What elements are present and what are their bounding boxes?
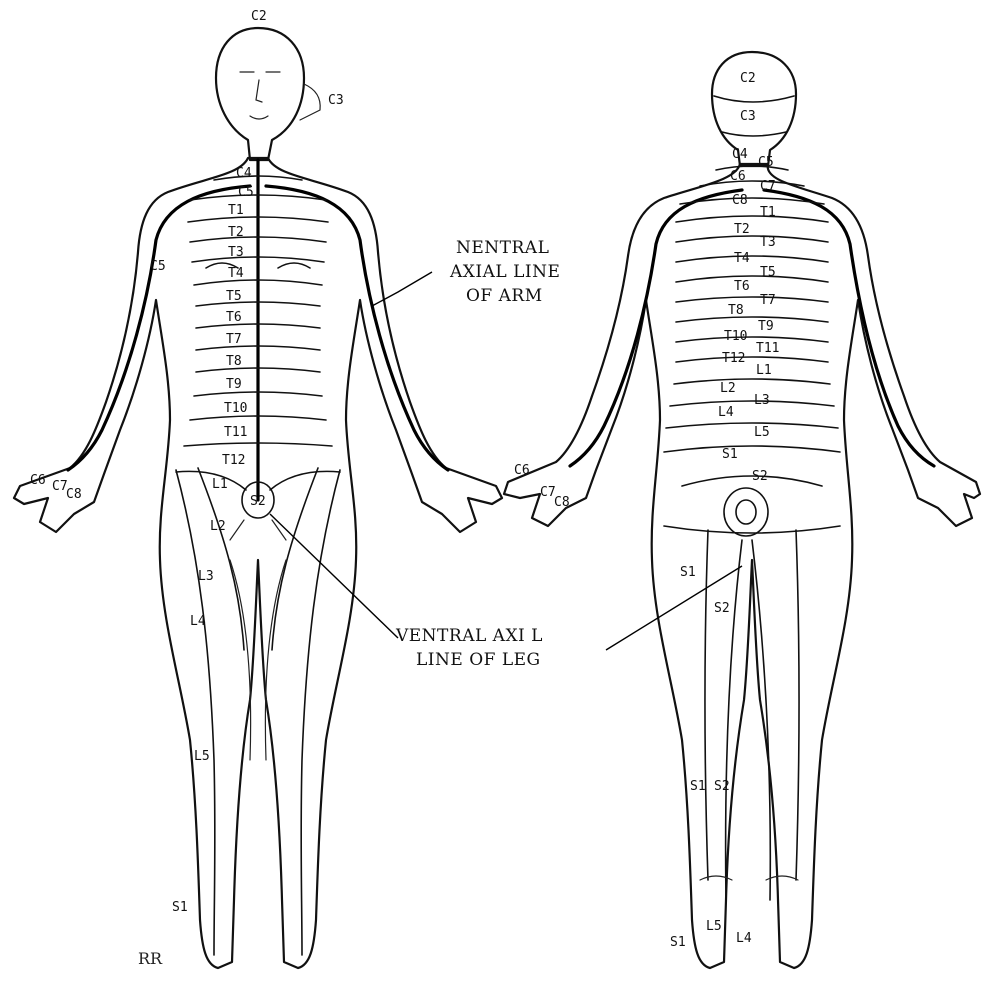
back-label-thigh-s2: S2: [714, 601, 730, 616]
back-label-c5: C5: [758, 155, 774, 170]
front-label-c2: C2: [251, 9, 267, 24]
back-leg-bands: [700, 530, 799, 900]
arm-callout-line3: OF ARM: [450, 284, 560, 308]
front-label-c5: C5: [238, 185, 254, 200]
arm-callout-line1: NENTRAL: [450, 236, 560, 260]
back-label-t12: T12: [722, 351, 745, 366]
back-label-hand-c6: C6: [514, 463, 530, 478]
back-label-t10: T10: [724, 329, 747, 344]
back-label-foot-l5: L5: [706, 919, 722, 934]
back-label-c3: C3: [740, 109, 756, 124]
back-label-calf-s1: S1: [690, 779, 706, 794]
back-label-c2: C2: [740, 71, 756, 86]
back-label-c6: C6: [730, 169, 746, 184]
back-label-t6: T6: [734, 279, 750, 294]
back-label-l3: L3: [754, 393, 770, 408]
back-label-s2: S2: [752, 469, 768, 484]
back-label-l2b: L4: [718, 405, 734, 420]
back-label-s1: S1: [722, 447, 738, 462]
front-label-t7: T7: [226, 332, 242, 347]
front-label-t5: T5: [226, 289, 242, 304]
back-s3-ring-inner: [736, 500, 756, 524]
arm-callout-line2: AXIAL LINE: [450, 260, 560, 284]
artist-signature: RR: [138, 949, 163, 968]
back-figure: [504, 52, 980, 968]
front-label-s2: S2: [250, 494, 266, 509]
back-label-t5: T5: [760, 265, 776, 280]
back-label-t11: T11: [756, 341, 779, 356]
back-label-t7: T7: [760, 293, 776, 308]
arm-callout-label: NENTRAL AXIAL LINE OF ARM: [450, 236, 560, 308]
front-label-t3: T3: [228, 245, 244, 260]
front-head-outline: [216, 28, 304, 160]
back-label-t2: T2: [734, 222, 750, 237]
back-label-t4: T4: [734, 251, 750, 266]
leg-callout-line2: LINE OF LEG: [396, 648, 543, 672]
back-label-c4: C4: [732, 147, 748, 162]
back-label-t3: T3: [760, 235, 776, 250]
front-label-l2: L2: [210, 519, 226, 534]
front-label-l1: L1: [212, 477, 228, 492]
back-label-t9: T9: [758, 319, 774, 334]
leg-callout-label: VENTRAL AXI L LINE OF LEG: [396, 624, 543, 672]
front-label-c3: C3: [328, 93, 344, 108]
front-face-features: [240, 72, 280, 119]
front-label-t11: T11: [224, 425, 247, 440]
leg-callout-line1: VENTRAL AXI L: [396, 624, 543, 648]
front-label-t9: T9: [226, 377, 242, 392]
front-label-hand-c8: C8: [66, 487, 82, 502]
leg-callout-leader-front: [270, 514, 398, 638]
front-label-t2: T2: [228, 225, 244, 240]
back-label-l5: L5: [754, 425, 770, 440]
front-label-arm-c5: C5: [150, 259, 166, 274]
back-label-l2a: L2: [720, 381, 736, 396]
front-label-l4: L4: [190, 614, 206, 629]
front-label-t12: T12: [222, 453, 245, 468]
front-label-l3: L3: [198, 569, 214, 584]
front-label-t8: T8: [226, 354, 242, 369]
back-label-l1: L1: [756, 363, 772, 378]
front-label-s1: S1: [172, 900, 188, 915]
back-label-foot-s1: S1: [670, 935, 686, 950]
back-s3-ring-outer: [724, 488, 768, 536]
back-label-c8: C8: [732, 193, 748, 208]
front-label-hand-c6: C6: [30, 473, 46, 488]
back-label-thigh-s1: S1: [680, 565, 696, 580]
back-label-t8: T8: [728, 303, 744, 318]
front-label-t1: T1: [228, 203, 244, 218]
front-leg-bands: [176, 468, 340, 955]
back-label-hand-c8: C8: [554, 495, 570, 510]
front-label-c4: C4: [236, 166, 252, 181]
front-label-t4: T4: [228, 266, 244, 281]
front-label-t10: T10: [224, 401, 247, 416]
back-labels: C2 C3 C4 C5 C6 C7 C8 T1 T2 T3 T4 T5 T6 T…: [514, 71, 779, 950]
front-label-t6: T6: [226, 310, 242, 325]
back-label-t1: T1: [760, 205, 776, 220]
back-label-c7: C7: [760, 179, 776, 194]
front-label-l5: L5: [194, 749, 210, 764]
back-label-calf-s2: S2: [714, 779, 730, 794]
back-label-foot-l4: L4: [736, 931, 752, 946]
